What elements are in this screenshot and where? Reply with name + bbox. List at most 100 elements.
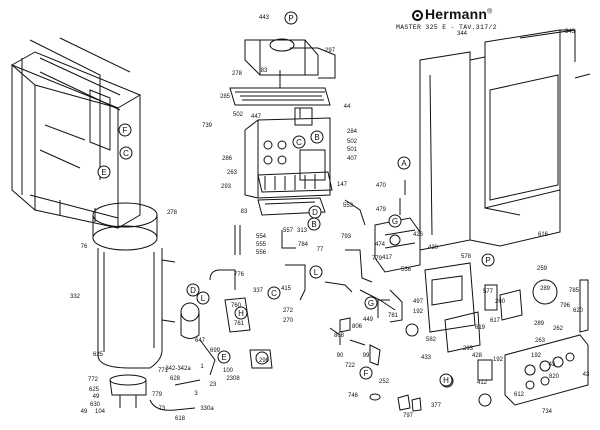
part-number-label: 553 xyxy=(343,203,354,209)
part-number-label: 44 xyxy=(344,104,351,110)
callout-letter: F xyxy=(123,126,128,135)
callout-circle xyxy=(267,286,281,300)
part-number-label: 73 xyxy=(159,406,166,412)
callout-circle xyxy=(364,296,378,310)
part-number-label: 620 xyxy=(573,308,584,314)
part-number-label: 470 xyxy=(376,183,387,189)
callout-circle xyxy=(234,306,248,320)
tank-group xyxy=(92,202,273,408)
part-number-label: 722 xyxy=(345,363,356,369)
part-number-label: 417 xyxy=(382,255,393,261)
part-number-label: 330a xyxy=(200,406,214,412)
part-number-label: 49 xyxy=(93,394,100,400)
small-parts xyxy=(339,317,422,412)
part-number-label: 808 xyxy=(334,333,345,339)
callout-letter: D xyxy=(312,208,318,217)
part-number-label: 625 xyxy=(93,352,104,358)
part-number-label: 289 xyxy=(540,286,551,292)
callout-circle xyxy=(388,214,402,228)
part-number-label: 192 xyxy=(493,357,504,363)
callout-circle xyxy=(292,135,306,149)
callout-circle xyxy=(97,165,111,179)
part-number-label: 3 xyxy=(194,391,198,397)
callout-circle xyxy=(119,146,133,160)
callout-circle xyxy=(310,130,324,144)
part-number-label: 100 xyxy=(223,368,234,374)
part-number-label: 502 xyxy=(233,112,244,118)
callout-circle xyxy=(118,123,132,137)
callout-circle xyxy=(196,291,210,305)
callout-letter: C xyxy=(271,289,277,298)
part-number-label: 433 xyxy=(421,355,432,361)
part-number-label: 192 xyxy=(413,309,424,315)
callout-circle xyxy=(217,350,231,364)
callout-circle xyxy=(307,217,321,231)
part-number-label: 83 xyxy=(241,209,248,215)
part-number-label: 582 xyxy=(426,337,437,343)
part-number-label: 785 xyxy=(569,288,580,294)
left-frame xyxy=(10,37,142,229)
callout-letter: C xyxy=(296,138,302,147)
part-number-label: 797 xyxy=(403,413,414,419)
pipes xyxy=(149,225,396,411)
part-number-label: 293 xyxy=(463,346,474,352)
part-number-label: 313 xyxy=(297,228,308,234)
valve-assembly xyxy=(344,180,421,366)
part-number-label: 104 xyxy=(95,409,106,415)
part-number-label: 578 xyxy=(461,254,472,260)
callout-letter: L xyxy=(201,294,206,303)
callout-letter: C xyxy=(123,149,129,158)
part-number-label: 447 xyxy=(251,114,262,120)
part-number-label: 772 xyxy=(88,377,99,383)
part-number-label: 260 xyxy=(495,299,506,305)
part-number-label: 625 xyxy=(89,387,100,393)
part-number-label: 1 xyxy=(200,364,204,370)
callout-letter: F xyxy=(364,369,369,378)
callout-letter: H xyxy=(443,376,449,385)
part-number-label: 428 xyxy=(472,353,483,359)
part-number-label: 49 xyxy=(81,409,88,415)
part-number-label: 332 xyxy=(70,294,81,300)
callout-letter: P xyxy=(288,14,293,23)
callout-letter: B xyxy=(311,220,316,229)
part-number-label: 83 xyxy=(261,68,268,74)
part-number-label: 618 xyxy=(175,416,186,422)
part-number-label: 77 xyxy=(317,247,324,253)
part-number-label: 617 xyxy=(490,318,501,324)
part-number-label: 497 xyxy=(413,299,424,305)
part-number-label: 502 xyxy=(347,139,358,145)
callout-letter: E xyxy=(101,168,106,177)
callout-circle xyxy=(186,283,200,297)
part-number-label: 263 xyxy=(535,338,546,344)
part-number-label: 285 xyxy=(220,94,231,100)
part-number-label: 412 xyxy=(477,380,488,386)
part-number-label: 557 xyxy=(283,228,294,234)
part-number-label: 43 xyxy=(549,362,556,368)
part-number-label: 286 xyxy=(222,156,233,162)
part-number-label: 43 xyxy=(583,372,590,378)
callout-circle xyxy=(439,373,453,387)
part-number-label: 263 xyxy=(227,170,238,176)
part-number-label: 739 xyxy=(202,123,213,129)
part-number-label: 449 xyxy=(363,317,374,323)
part-number-label: 90 xyxy=(337,353,344,359)
callout-letter: G xyxy=(368,299,374,308)
part-number-label: 272 xyxy=(283,308,294,314)
part-number-label: 501 xyxy=(347,147,358,153)
part-number-label: 147 xyxy=(337,182,348,188)
part-number-label: 259 xyxy=(537,266,548,272)
part-number-label: 760 xyxy=(231,303,242,309)
part-number-label: 278 xyxy=(232,71,243,77)
part-number-label: 577 xyxy=(483,289,494,295)
part-number-label: 779 xyxy=(372,256,383,262)
part-number-label: 793 xyxy=(341,234,352,240)
part-number-label: 776 xyxy=(234,272,245,278)
callout-letter: D xyxy=(190,286,196,295)
part-number-label: 536 xyxy=(401,267,412,273)
part-number-label: 796 xyxy=(560,303,571,309)
part-number-label: 344 xyxy=(457,31,468,37)
callout-letter: E xyxy=(221,353,226,362)
part-number-label: 612 xyxy=(514,392,525,398)
part-number-label: 555 xyxy=(256,242,267,248)
